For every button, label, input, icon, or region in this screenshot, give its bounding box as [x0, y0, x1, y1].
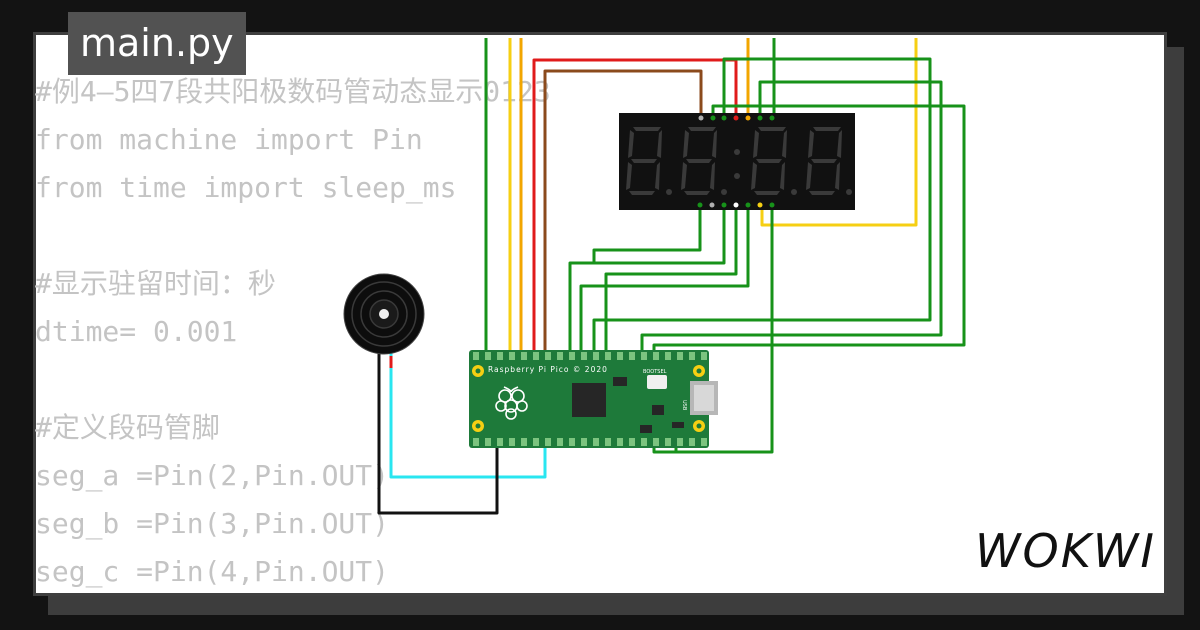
display-pins	[697, 115, 775, 208]
bootsel-label: BOOTSEL	[643, 369, 667, 375]
wire	[377, 352, 499, 515]
wire	[604, 205, 738, 352]
pico-small-chip	[613, 377, 627, 386]
usb-label: USB	[681, 400, 687, 411]
wires	[377, 38, 966, 515]
digit-segments	[626, 127, 852, 195]
code-editor[interactable]: #例4—5四7段共阳极数码管动态显示0123 from machine impor…	[35, 68, 551, 596]
wire	[760, 38, 918, 227]
wire	[592, 57, 932, 352]
code-line: seg_c =Pin(4,Pin.OUT)	[35, 555, 390, 588]
wire	[652, 104, 966, 352]
pico-silkscreen-label: Raspberry Pi Pico © 2020	[488, 365, 608, 374]
pico-small-component	[672, 422, 684, 428]
wire	[543, 69, 703, 352]
code-line: seg_b =Pin(3,Pin.OUT)	[35, 507, 390, 540]
code-line: seg_a =Pin(2,Pin.OUT)	[35, 459, 390, 492]
bootsel-button	[647, 375, 667, 389]
pico-small-component	[640, 425, 652, 433]
raspberry-pi-pico: Raspberry Pi Pico © 2020 BOOTSEL USB	[469, 350, 718, 448]
code-line: #显示驻留时间：秒	[35, 267, 276, 300]
code-line: #例4—5四7段共阳极数码管动态显示0123	[35, 75, 551, 108]
code-line: dtime= 0.001	[35, 315, 238, 348]
seven-segment-display	[619, 113, 855, 210]
code-line: from time import sleep_ms	[35, 171, 457, 204]
raspberry-logo-icon	[495, 386, 528, 420]
code-line: #定义段码管脚	[35, 411, 220, 444]
wire	[532, 58, 738, 352]
wire	[568, 205, 726, 352]
code-line: from machine import Pin	[35, 123, 423, 156]
wokwi-logo[interactable]: WOKWI	[975, 524, 1156, 578]
wire	[592, 205, 702, 263]
buzzer	[343, 273, 425, 355]
wire	[640, 80, 943, 352]
pico-pin-row-bottom	[473, 438, 707, 446]
usb-port-inner	[694, 385, 714, 411]
pico-pin-row-top	[473, 352, 707, 360]
file-tab[interactable]: main.py	[68, 12, 246, 75]
pico-mount-holes	[472, 365, 705, 432]
pico-regulator	[652, 405, 664, 415]
simulation-canvas[interactable]	[33, 32, 1167, 596]
wire	[579, 205, 750, 352]
rp2040-chip	[572, 383, 606, 417]
